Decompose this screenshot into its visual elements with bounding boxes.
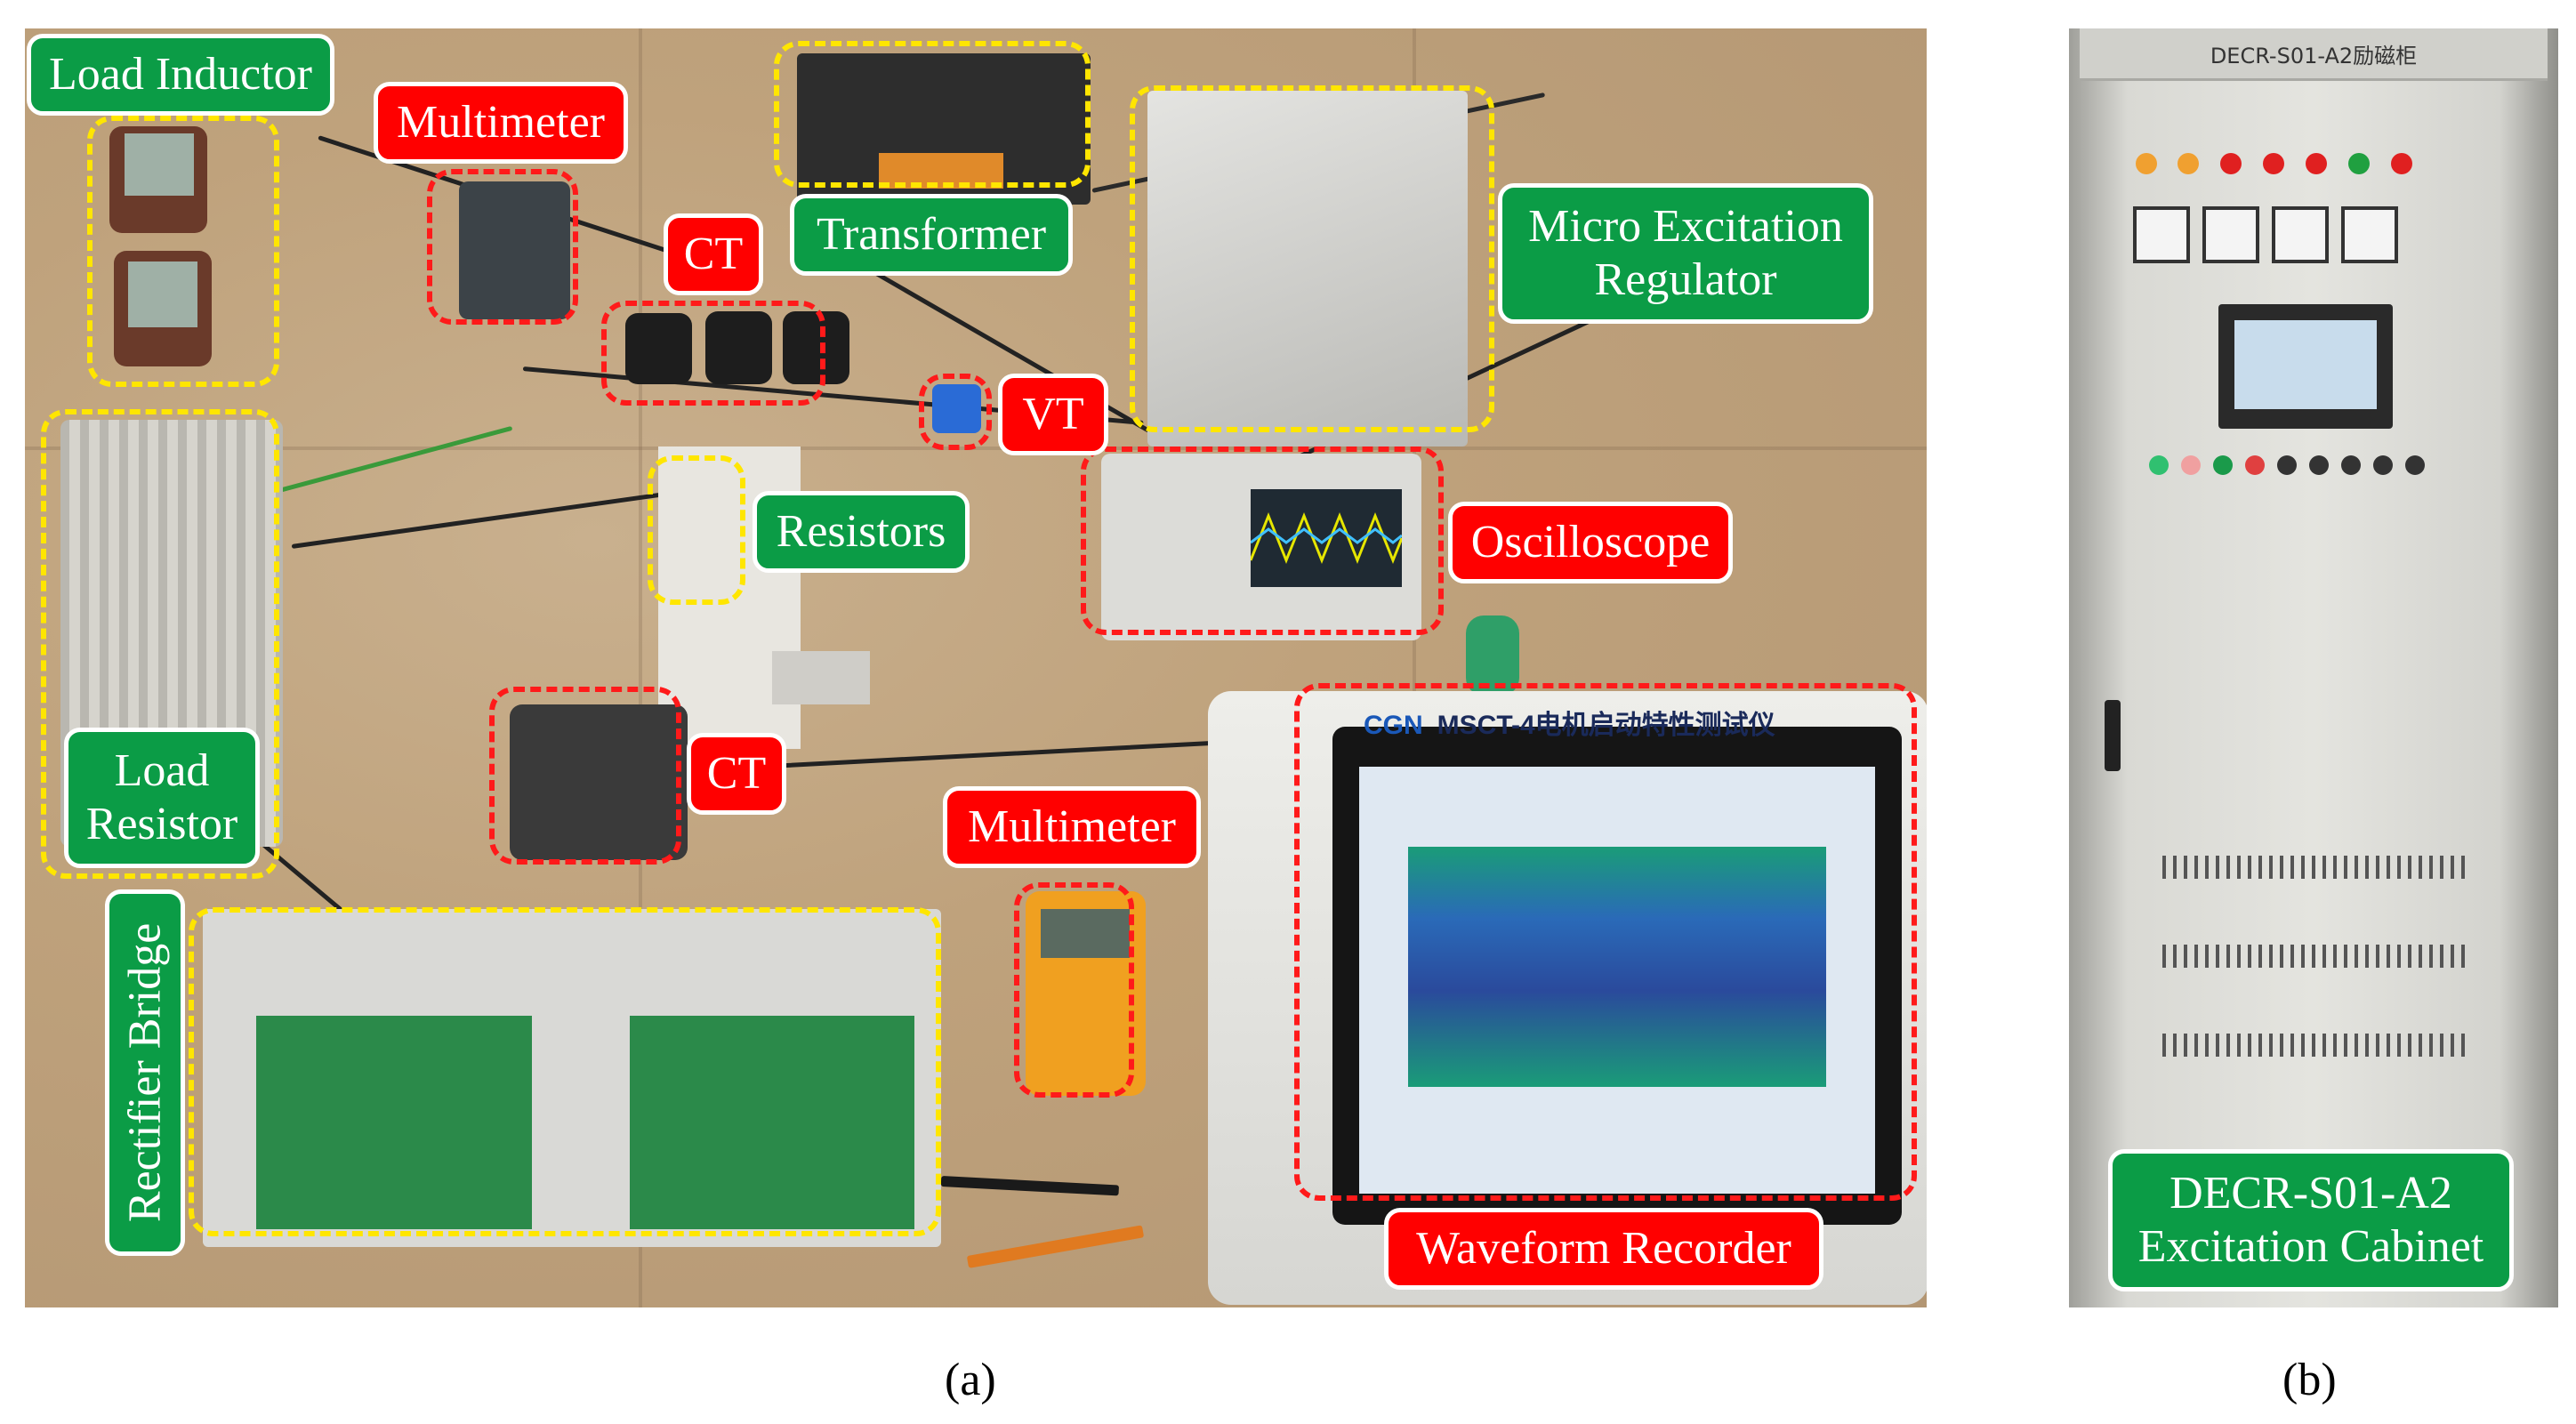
highlight-multimeter-top <box>427 169 578 325</box>
control-button <box>2213 455 2233 475</box>
vent-grille <box>2162 856 2465 879</box>
highlight-load-resistor <box>41 409 279 879</box>
panel-b-photo: DECR-S01-A2励磁柜 <box>2069 28 2558 1307</box>
highlight-oscilloscope <box>1081 447 1444 635</box>
label-oscilloscope: Oscilloscope <box>1448 502 1733 583</box>
vent-grille <box>2162 945 2465 968</box>
recorder-screen <box>1359 767 1875 1194</box>
indicator-lamp <box>2136 153 2157 174</box>
selector-switch <box>2277 455 2297 475</box>
label-ct-middle: CT <box>687 733 786 815</box>
caption-a: (a) <box>945 1355 996 1405</box>
indicator-lamp <box>2178 153 2199 174</box>
highlight-resistors <box>648 455 745 605</box>
label-waveform-recorder: Waveform Recorder <box>1384 1208 1823 1290</box>
indicator-lamp <box>2391 153 2412 174</box>
analog-meter <box>2133 206 2190 263</box>
label-vt: VT <box>998 374 1108 455</box>
analog-meter <box>2202 206 2259 263</box>
circuit-board <box>630 1016 914 1229</box>
ct-clamp <box>705 311 772 384</box>
pliers <box>966 1225 1145 1268</box>
label-micro-excitation-regulator: Micro Excitation Regulator <box>1498 183 1873 324</box>
label-load-resistor-line1: Load <box>114 745 210 797</box>
ct-clamp <box>625 313 692 384</box>
regulator-unit <box>1147 91 1468 447</box>
cabinet-header: DECR-S01-A2励磁柜 <box>2080 28 2548 81</box>
highlight-regulator <box>1130 85 1494 432</box>
selector-switch <box>2341 455 2361 475</box>
recorder-brand: CGN <box>1364 711 1423 740</box>
door-latch <box>2105 700 2121 771</box>
label-multimeter-top: Multimeter <box>374 82 628 164</box>
highlight-waveform-recorder <box>1294 683 1917 1201</box>
screwdriver <box>940 1176 1120 1196</box>
inductor-cap <box>128 261 197 327</box>
label-excitation-cabinet: DECR-S01-A2 Excitation Cabinet <box>2108 1149 2514 1291</box>
hmi-screen <box>2234 320 2377 409</box>
label-cabinet-line1: DECR-S01-A2 <box>2169 1168 2452 1219</box>
label-regulator-line1: Micro Excitation <box>1528 201 1843 253</box>
multimeter-meter <box>459 181 570 319</box>
label-rectifier-bridge-box: Rectifier Bridge <box>105 889 185 1256</box>
control-button <box>2245 455 2265 475</box>
control-button <box>2149 455 2169 475</box>
wire <box>718 736 1288 771</box>
oscilloscope-screen <box>1249 489 1404 587</box>
analog-meter <box>2272 206 2329 263</box>
recorder-model: MSCT-4电机启动特性测试仪 <box>1437 711 1775 740</box>
recorder-brand-block: CGN MSCT-4电机启动特性测试仪 <box>1364 703 1775 742</box>
inductor-cap <box>125 133 194 196</box>
indicator-lamp <box>2348 153 2370 174</box>
label-transformer: Transformer <box>790 194 1073 276</box>
label-multimeter-bottom: Multimeter <box>943 786 1201 868</box>
circuit-board <box>256 1016 532 1229</box>
label-load-resistor-line2: Resistor <box>85 799 238 849</box>
label-load-resistor: Load Resistor <box>64 728 260 868</box>
label-load-inductor: Load Inductor <box>27 34 334 116</box>
highlight-transformer <box>774 41 1091 188</box>
ct-clamp-group <box>510 704 688 860</box>
waveform-plot <box>1408 847 1826 1087</box>
highlight-rectifier-bridge <box>189 907 941 1236</box>
highlight-ct-top <box>601 301 825 406</box>
label-cabinet-line2: Excitation Cabinet <box>2137 1221 2484 1272</box>
probe <box>1466 615 1519 696</box>
cardboard-crease <box>639 28 642 1307</box>
label-regulator-line2: Regulator <box>1594 254 1777 305</box>
indicator-lamp <box>2263 153 2284 174</box>
highlight-load-inductor <box>87 116 279 387</box>
indicator-lamp <box>2220 153 2242 174</box>
selector-switch <box>2373 455 2393 475</box>
caption-b: (b) <box>2282 1355 2337 1405</box>
mounting-bracket <box>772 651 870 704</box>
vent-grille <box>2162 1034 2465 1057</box>
selector-switch <box>2309 455 2329 475</box>
hmi-bezel <box>2218 304 2393 429</box>
highlight-vt <box>919 374 992 450</box>
selector-switch <box>2405 455 2425 475</box>
analog-meter <box>2341 206 2398 263</box>
highlight-multimeter-bottom <box>1014 882 1134 1098</box>
indicator-lamp <box>2306 153 2327 174</box>
oscilloscope-trace <box>1249 511 1404 565</box>
highlight-ct-middle <box>489 687 681 865</box>
control-button <box>2181 455 2201 475</box>
label-ct-top: CT <box>664 213 763 295</box>
label-resistors: Resistors <box>753 491 970 573</box>
label-rectifier-bridge: Rectifier Bridge <box>119 922 171 1223</box>
multimeter-display <box>1041 909 1130 958</box>
